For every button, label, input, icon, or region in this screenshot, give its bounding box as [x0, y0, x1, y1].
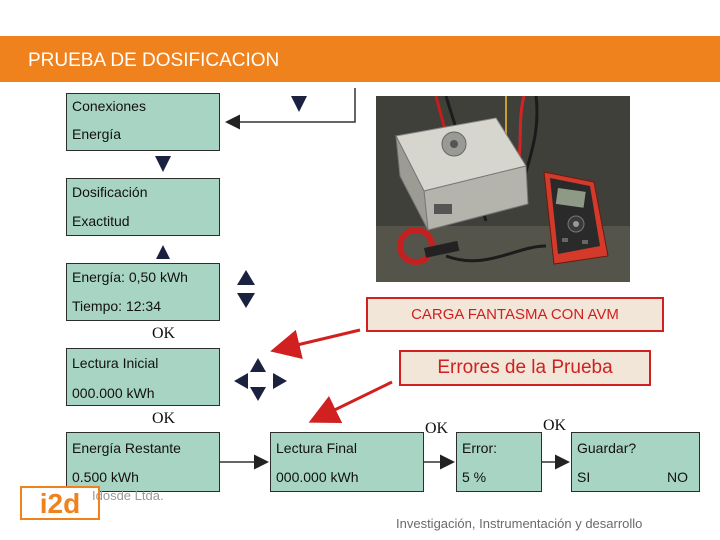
ok-label-1: OK: [152, 325, 176, 342]
menu-box-conexiones[interactable]: [66, 93, 220, 151]
title-bar: [0, 36, 720, 82]
error-box: [456, 432, 542, 492]
menu-item-conexiones[interactable]: Conexiones: [72, 98, 146, 114]
down-arrow-icon: [237, 293, 255, 308]
setting-box[interactable]: [66, 263, 220, 321]
red-arrow-carga: [270, 328, 361, 360]
energy-setting[interactable]: Energía: 0,50 kWh: [72, 269, 188, 285]
logo-text: i2d: [40, 488, 80, 519]
up-arrow-icon: [250, 358, 266, 372]
ok-label-2: OK: [152, 410, 176, 427]
menu-item-dosificacion[interactable]: Dosificación: [72, 184, 148, 200]
initial-reading-box: [66, 348, 220, 406]
up-arrow-icon: [156, 245, 170, 259]
equipment-photo: [376, 96, 630, 282]
left-arrow-icon: [234, 373, 248, 389]
save-no-option[interactable]: NO: [667, 469, 688, 485]
time-setting[interactable]: Tiempo: 12:34: [72, 298, 161, 314]
callout-errores: Errores de la Prueba: [399, 350, 651, 386]
red-arrow-errores: [308, 380, 393, 423]
callout-carga-text: CARGA FANTASMA CON AVM: [411, 306, 619, 323]
menu-item-exactitud[interactable]: Exactitud: [72, 213, 130, 229]
save-yes-option[interactable]: SI: [577, 469, 591, 485]
menu-item-energia[interactable]: Energía: [72, 126, 122, 142]
company-logo: i2d: [20, 486, 100, 520]
remaining-energy-box: [66, 432, 220, 492]
initial-reading-value: 000.000 kWh: [72, 385, 155, 401]
down-arrow-icon: [291, 96, 307, 112]
callout-errores-text: Errores de la Prueba: [437, 357, 613, 378]
remaining-energy-label: Energía Restante: [72, 440, 181, 456]
initial-reading-label: Lectura Inicial: [72, 355, 159, 371]
loop-connector: [225, 88, 356, 130]
company-name: Idosde Ltda.: [92, 488, 164, 503]
footer-tagline: Investigación, Instrumentación y desarro…: [396, 516, 643, 531]
save-box[interactable]: [571, 432, 700, 492]
ok-label-4: OK: [543, 417, 567, 434]
menu-box-dosificacion[interactable]: [66, 178, 220, 236]
final-reading-label: Lectura Final: [276, 440, 357, 456]
down-arrow-icon: [250, 387, 266, 401]
final-reading-value: 000.000 kWh: [276, 469, 359, 485]
down-arrow-icon: [155, 156, 171, 172]
error-label: Error:: [462, 440, 497, 456]
ok-label-3: OK: [425, 420, 449, 437]
save-question: Guardar?: [577, 440, 637, 456]
right-arrow-icon: [273, 373, 287, 389]
final-reading-box: [270, 432, 424, 492]
up-arrow-icon: [237, 270, 255, 285]
remaining-energy-value: 0.500 kWh: [72, 469, 139, 485]
error-value: 5 %: [462, 469, 487, 485]
page-title: PRUEBA DE DOSIFICACION: [28, 50, 280, 71]
callout-carga-fantasma: CARGA FANTASMA CON AVM: [366, 297, 664, 332]
